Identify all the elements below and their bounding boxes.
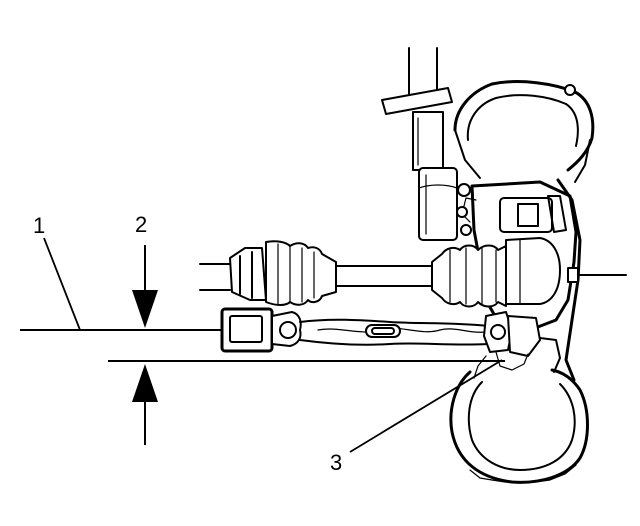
- dimension-arrow-top-head: [132, 290, 158, 328]
- callout-1: 1: [33, 213, 81, 331]
- callout-3-leader: [349, 359, 503, 453]
- lower-control-arm: [220, 307, 541, 371]
- reference-lines: [20, 329, 505, 362]
- dimension-arrow-bottom-head: [132, 364, 158, 402]
- callout-1-leader: [43, 237, 81, 331]
- drive-axle: [199, 237, 561, 308]
- tire-lower: [449, 368, 589, 484]
- callout-2-label: 2: [135, 212, 147, 237]
- callout-3-label: 3: [330, 450, 342, 475]
- tire-upper: [453, 80, 595, 183]
- strut-assembly: [381, 47, 458, 241]
- callout-2: 2: [132, 212, 158, 445]
- knuckle-lower-structure: [473, 337, 561, 379]
- callout-3: 3: [330, 359, 503, 475]
- callout-1-label: 1: [33, 213, 45, 238]
